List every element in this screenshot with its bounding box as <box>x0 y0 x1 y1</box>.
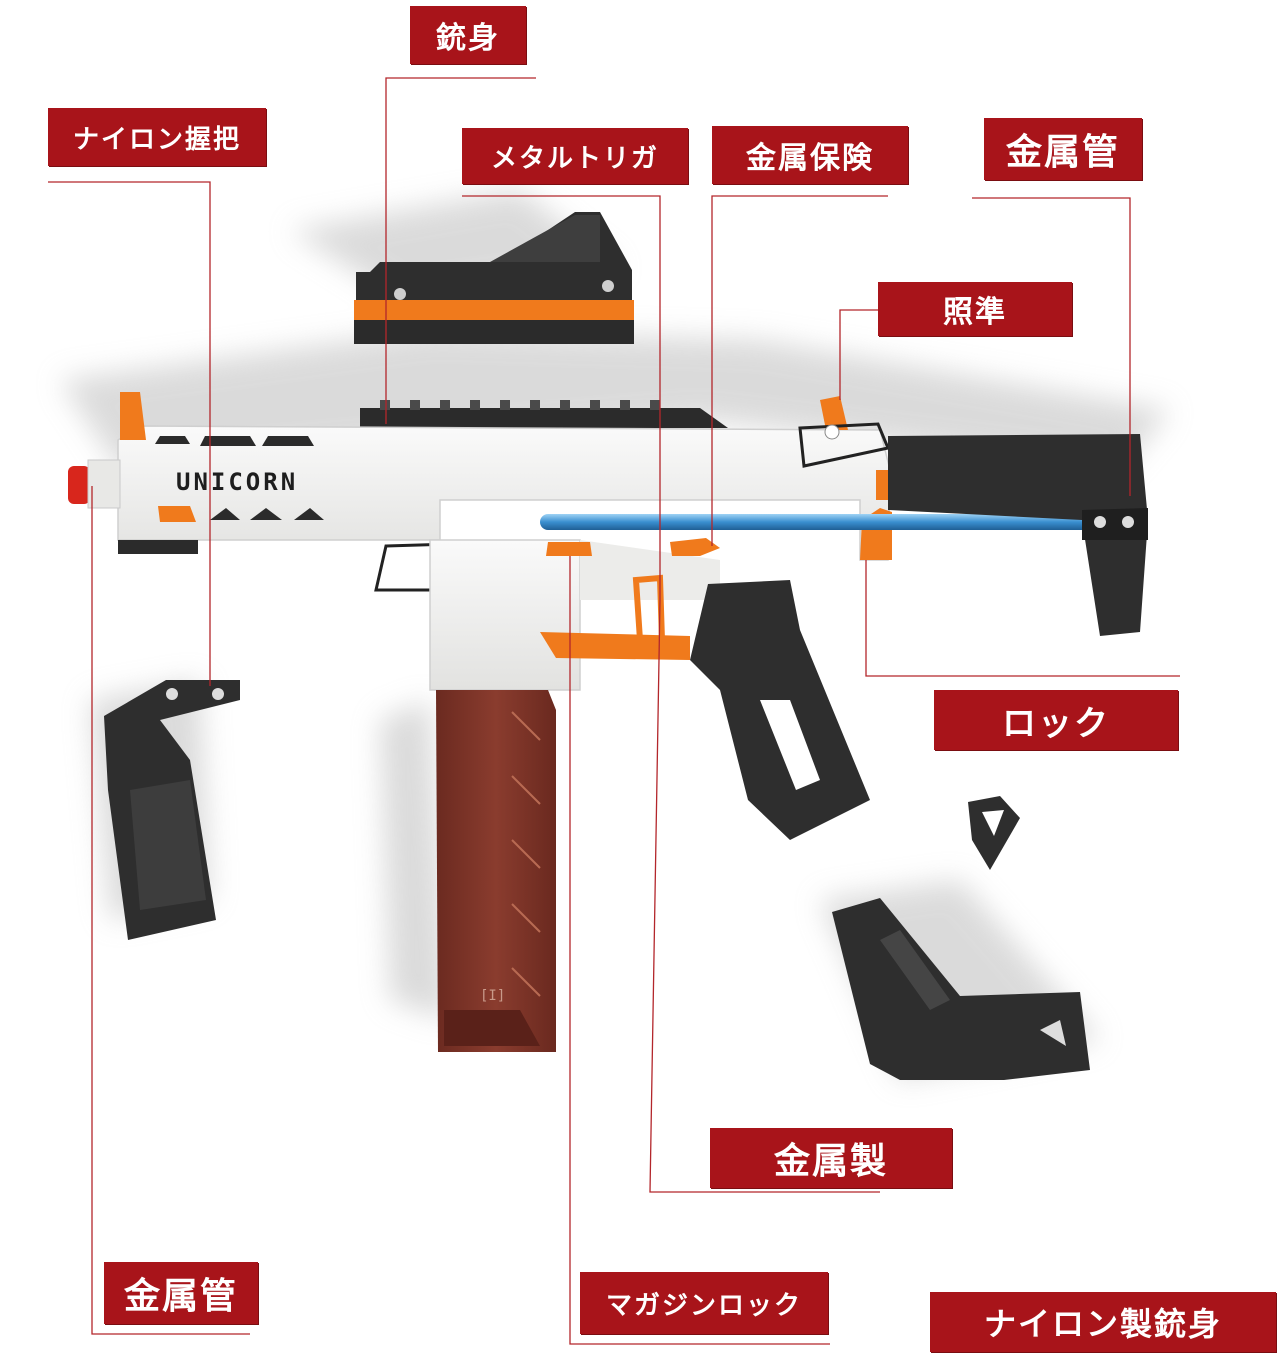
label-metal-tube-top: 金属管 <box>984 118 1142 180</box>
label-nylon-barrel: ナイロン製銃身 <box>930 1292 1276 1352</box>
vertical-grip-part <box>104 680 240 940</box>
lock-part <box>968 796 1020 870</box>
label-lock: ロック <box>934 690 1178 750</box>
brand-logo: UNICORN <box>176 468 298 496</box>
label-magazine-lock: マガジンロック <box>580 1272 828 1334</box>
top-rail-part <box>354 212 634 344</box>
label-barrel: 銃身 <box>410 6 526 64</box>
label-metal-tube-bottom: 金属管 <box>104 1262 258 1324</box>
label-metal-made: 金属製 <box>710 1128 952 1188</box>
leader-lines <box>48 77 1180 1345</box>
magazine-mark: [I] <box>480 988 505 1004</box>
label-nylon-grip: ナイロン握把 <box>48 108 266 166</box>
label-sight: 照準 <box>878 282 1072 336</box>
label-metal-safety: 金属保険 <box>712 126 908 184</box>
detached-stock-part <box>832 898 1090 1080</box>
label-metal-trigger: メタルトリガ <box>462 128 688 184</box>
blaster-body: UNICORN [I] <box>68 392 1148 1052</box>
